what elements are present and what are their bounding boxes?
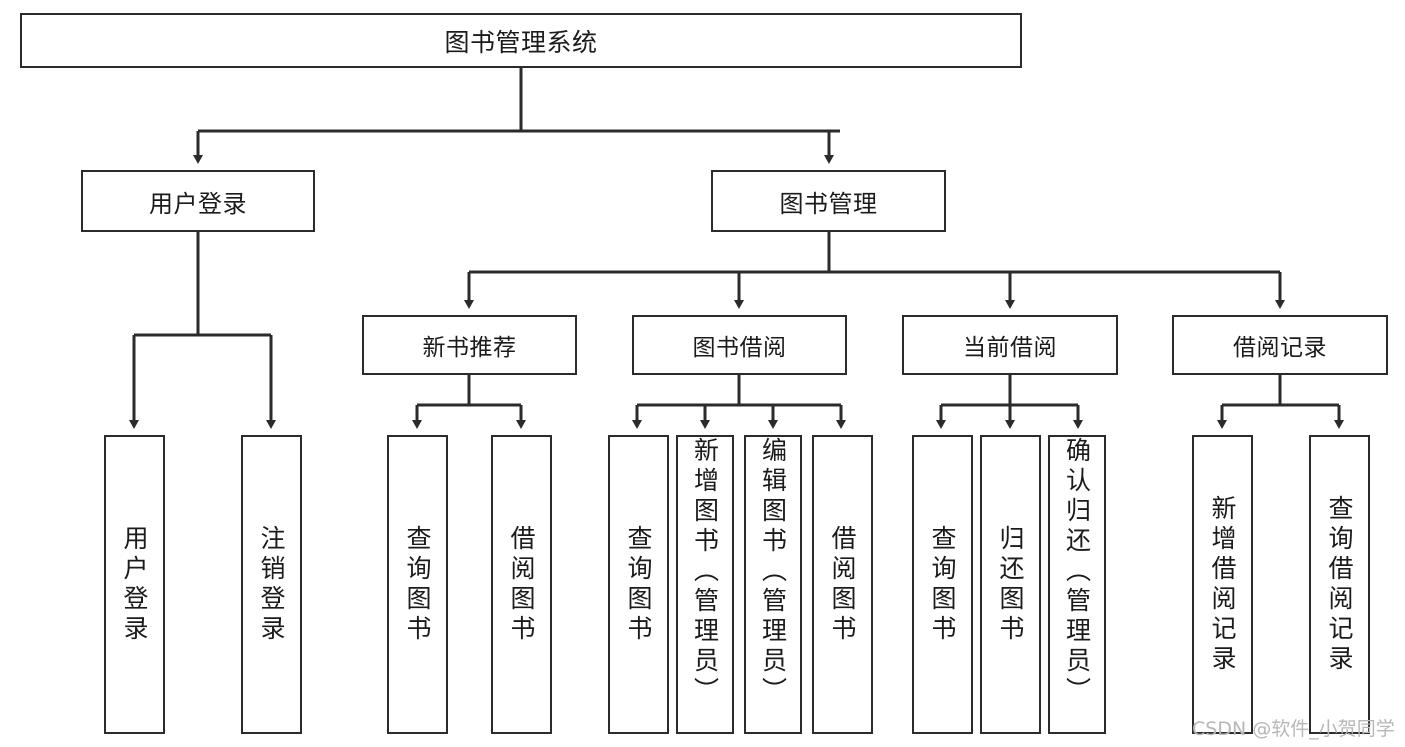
node-borrowing-record[interactable]: 借阅记录 (1172, 315, 1388, 375)
node-new-book-recommendation-label: 新书推荐 (422, 335, 517, 361)
csdn-watermark: CSDN @软件_小贺同学 (1192, 718, 1395, 740)
node-leaf-logout-label: 注销登录 (257, 524, 286, 645)
node-leaf-add-borrow-record-label: 新增借阅记录 (1208, 494, 1237, 675)
node-leaf-return-books-label: 归还图书 (996, 524, 1025, 645)
node-leaf-add-borrow-record[interactable]: 新增借阅记录 (1192, 435, 1253, 734)
node-book-management-label: 图书管理 (779, 189, 878, 218)
node-leaf-query-borrow-record[interactable]: 查询借阅记录 (1309, 435, 1370, 734)
node-book-borrowing[interactable]: 图书借阅 (632, 315, 847, 375)
node-leaf-add-book-admin-label: 新增图书（管理员） (690, 437, 720, 707)
node-leaf-query-books-current[interactable]: 查询图书 (912, 435, 973, 734)
node-leaf-query-borrow-record-label: 查询借阅记录 (1325, 494, 1354, 675)
node-borrowing-record-label: 借阅记录 (1233, 335, 1327, 361)
node-leaf-confirm-return-admin-label: 确认归还（管理员） (1062, 437, 1092, 707)
node-root-label: 图书管理系统 (444, 27, 598, 57)
node-leaf-query-books-current-label: 查询图书 (928, 524, 957, 645)
node-current-borrowing[interactable]: 当前借阅 (902, 315, 1118, 375)
node-leaf-add-book-admin[interactable]: 新增图书（管理员） (676, 435, 734, 734)
node-user-login-label: 用户登录 (149, 189, 247, 218)
node-leaf-query-books-new-label: 查询图书 (403, 524, 432, 645)
node-leaf-query-books-borrow[interactable]: 查询图书 (608, 435, 669, 734)
node-leaf-borrow-books-new[interactable]: 借阅图书 (491, 435, 552, 734)
node-leaf-query-books-new[interactable]: 查询图书 (387, 435, 448, 734)
node-leaf-borrow-books-label: 借阅图书 (828, 524, 857, 645)
node-leaf-logout[interactable]: 注销登录 (241, 435, 302, 734)
node-book-borrowing-label: 图书借阅 (692, 335, 787, 361)
node-leaf-edit-book-admin-label: 编辑图书（管理员） (758, 437, 788, 707)
node-user-login[interactable]: 用户登录 (81, 170, 315, 232)
node-leaf-user-login-label: 用户登录 (120, 524, 149, 645)
node-book-management[interactable]: 图书管理 (711, 170, 946, 232)
node-new-book-recommendation[interactable]: 新书推荐 (362, 315, 577, 375)
node-leaf-query-books-borrow-label: 查询图书 (624, 524, 653, 645)
node-leaf-borrow-books-new-label: 借阅图书 (507, 524, 536, 645)
node-leaf-borrow-books[interactable]: 借阅图书 (812, 435, 873, 734)
node-leaf-user-login[interactable]: 用户登录 (104, 435, 165, 734)
node-root-book-management-system[interactable]: 图书管理系统 (20, 13, 1022, 68)
node-leaf-edit-book-admin[interactable]: 编辑图书（管理员） (744, 435, 802, 734)
node-leaf-confirm-return-admin[interactable]: 确认归还（管理员） (1048, 435, 1106, 734)
node-leaf-return-books[interactable]: 归还图书 (980, 435, 1041, 734)
node-current-borrowing-label: 当前借阅 (963, 335, 1057, 361)
